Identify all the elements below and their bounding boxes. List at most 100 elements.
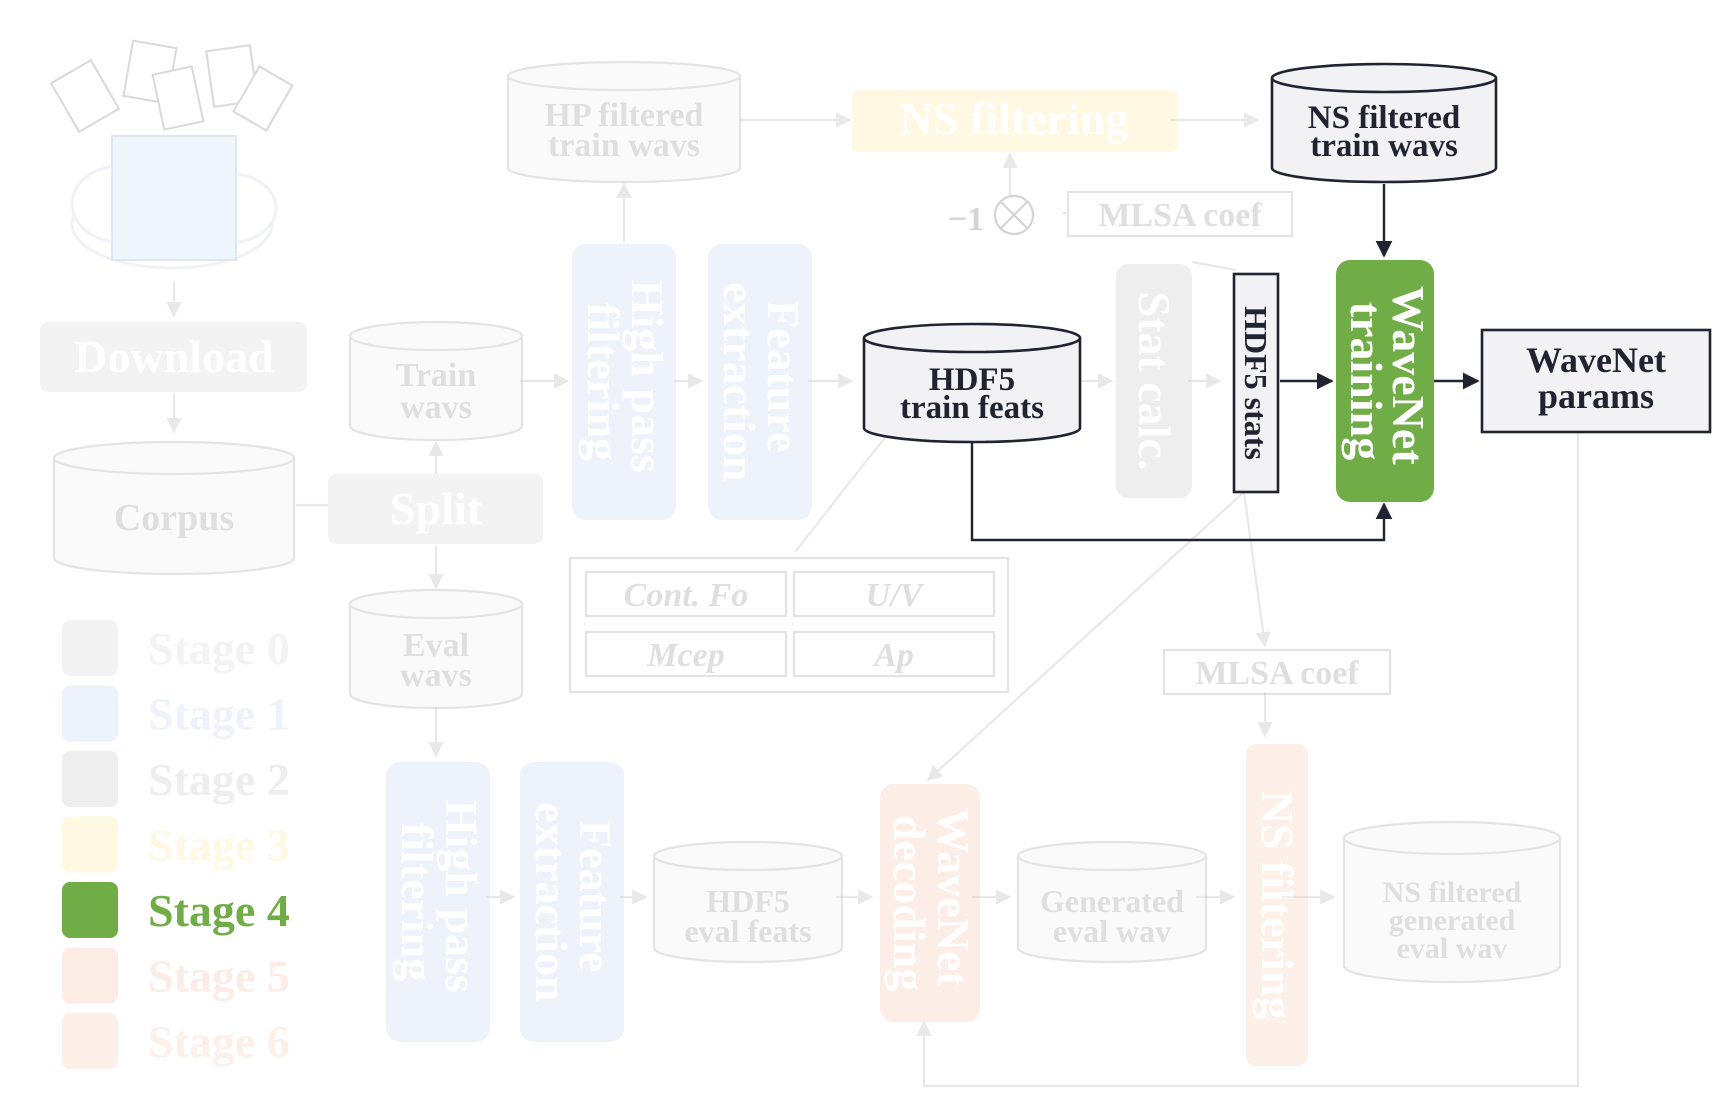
legend-swatch: [62, 947, 118, 1004]
wavenet-training-line1: WaveNet: [1383, 286, 1434, 466]
circled-times-icon: [993, 194, 1035, 236]
wavenet-decoding-line1: WaveNet: [928, 808, 979, 988]
minus-one-label: −1: [948, 201, 984, 238]
hdf5-eval-line2: eval feats: [684, 913, 811, 949]
ns-filtering-bottom-box: NS filtering: [1246, 744, 1308, 1066]
ns-generated-line2: generated: [1389, 904, 1516, 937]
active-nodes: NS filtered train wavs HDF5 train feats …: [862, 62, 1712, 502]
high-pass-train-line2: filtering: [578, 303, 629, 461]
legend-label: Stage 5: [148, 951, 290, 1002]
stat-calc-label: Stat calc.: [1129, 292, 1180, 471]
eval-wavs-cylinder: Eval wavs: [348, 588, 524, 710]
feature-cont-f0: Cont. Fo: [624, 577, 749, 614]
generated-eval-line2: eval wav: [1053, 913, 1171, 949]
svg-text:WaveNet decoding: WaveNet decoding: [884, 808, 979, 998]
ns-filtered-line2: train wavs: [1310, 128, 1458, 164]
stage-legend: Stage 0 Stage 1 Stage 2 Stage 3 Stage 4 Stage…: [62, 620, 290, 1069]
hdf5-train-line2: train feats: [900, 390, 1044, 426]
legend-label: Stage 4: [148, 885, 290, 936]
legend-item: Stage 5: [62, 947, 290, 1004]
ns-filtering-bottom-label: NS filtering: [1252, 791, 1303, 1020]
train-wavs-cylinder: Train wavs: [348, 320, 524, 442]
legend-item: Stage 4: [62, 882, 290, 938]
inactive-nodes: Download Corpus Split Train wavs Eval wa…: [40, 39, 1562, 1066]
hdf5-train-feats-cylinder: HDF5 train feats: [862, 322, 1082, 444]
feature-extraction-train-box: Feature extraction: [708, 244, 812, 520]
feature-ap: Ap: [872, 637, 914, 674]
ns-filtering-top-label: NS filtering: [900, 93, 1129, 144]
download-box: Download: [40, 322, 307, 392]
feature-extraction-eval-line1: Feature: [570, 820, 621, 972]
hdf5-stats-label: HDF5 stats: [1238, 306, 1274, 460]
legend-label: Stage 6: [148, 1016, 290, 1067]
svg-text:WaveNet training: WaveNet training: [1341, 286, 1434, 476]
high-pass-train-line1: High pass: [622, 280, 673, 473]
high-pass-eval-line1: High pass: [436, 800, 487, 993]
legend-swatch: [62, 882, 118, 938]
legend-swatch: [62, 751, 118, 807]
legend-item: Stage 1: [62, 685, 290, 742]
svg-text:High pass filtering: High pass filtering: [392, 800, 487, 1005]
stat-calc-box: Stat calc.: [1116, 264, 1192, 498]
active-edges: [970, 184, 1480, 542]
legend-swatch: [62, 620, 118, 676]
ns-filtered-line1: NS filtered: [1308, 100, 1460, 136]
legend-item: Stage 3: [62, 816, 290, 873]
split-box: Split: [328, 474, 543, 544]
ns-filtering-top-box: NS filtering: [852, 90, 1178, 152]
train-wavs-line2: wavs: [400, 389, 472, 426]
wavenet-decoding-line2: decoding: [884, 815, 935, 991]
eval-wavs-line1: Eval: [403, 627, 469, 664]
wavenet-decoding-box: WaveNet decoding: [880, 784, 980, 1022]
legend-swatch: [62, 1013, 118, 1069]
hdf5-stats-box: HDF5 stats: [1232, 272, 1280, 494]
high-pass-filtering-eval-box: High pass filtering: [386, 762, 490, 1042]
wavenet-params-line1: WaveNet: [1526, 340, 1666, 380]
feature-extraction-eval-box: Feature extraction: [520, 762, 624, 1042]
high-pass-filtering-train-box: High pass filtering: [572, 244, 676, 520]
eval-wavs-line2: wavs: [400, 657, 472, 694]
cloud-with-files-icon: [49, 39, 294, 270]
inverse-gain: −1 MLSA coef: [948, 190, 1294, 238]
feature-extraction-train-line2: extraction: [714, 282, 765, 481]
mlsa-coef-bottom-box: MLSA coef: [1162, 648, 1392, 696]
legend-swatch: [62, 685, 118, 742]
hdf5-eval-feats-cylinder: HDF5 eval feats: [652, 840, 844, 964]
ns-generated-line3: eval wav: [1397, 932, 1508, 965]
split-label: Split: [390, 483, 483, 534]
feature-types-box: Cont. Fo U/V Mcep Ap: [568, 556, 1010, 694]
train-wavs-line1: Train: [396, 357, 477, 394]
hp-filtered-line1: HP filtered: [545, 97, 704, 134]
legend-label: Stage 3: [148, 820, 290, 871]
legend-item: Stage 0: [62, 620, 290, 676]
generated-eval-wav-cylinder: Generated eval wav: [1016, 840, 1208, 964]
wavenet-params-box: WaveNet params: [1480, 328, 1712, 434]
mlsa-coef-bottom-label: MLSA coef: [1195, 655, 1359, 692]
generated-eval-line1: Generated: [1040, 883, 1184, 919]
legend-item: Stage 2: [62, 751, 290, 807]
legend-swatch: [62, 816, 118, 873]
wavenet-params-line2: params: [1538, 376, 1654, 416]
hp-filtered-line2: train wavs: [548, 127, 700, 164]
corpus-label: Corpus: [114, 497, 234, 539]
svg-text:Feature extraction: Feature extraction: [714, 282, 809, 481]
ns-generated-line1: NS filtered: [1383, 876, 1522, 909]
feature-mcep: Mcep: [646, 637, 724, 674]
legend-label: Stage 2: [148, 754, 290, 805]
legend-label: Stage 1: [148, 689, 290, 740]
feature-uv: U/V: [866, 577, 925, 614]
svg-text:High pass filtering: High pass filtering: [578, 280, 673, 485]
hdf5-train-line1: HDF5: [929, 362, 1015, 398]
feature-extraction-eval-line2: extraction: [526, 802, 577, 1001]
download-label: Download: [74, 331, 274, 382]
wavenet-training-box: WaveNet training: [1336, 260, 1434, 502]
ns-filtered-generated-eval-wav-cylinder: NS filtered generated eval wav: [1342, 820, 1562, 984]
hp-filtered-train-wavs-cylinder: HP filtered train wavs: [506, 60, 742, 184]
hdf5-eval-line1: HDF5: [706, 883, 790, 919]
corpus-cylinder: Corpus: [52, 440, 296, 576]
legend-item: Stage 6: [62, 1013, 290, 1069]
svg-text:Feature extraction: Feature extraction: [526, 802, 621, 1001]
mlsa-coef-top-label: MLSA coef: [1098, 197, 1262, 234]
high-pass-eval-line2: filtering: [392, 823, 443, 981]
legend-label: Stage 0: [148, 623, 290, 674]
